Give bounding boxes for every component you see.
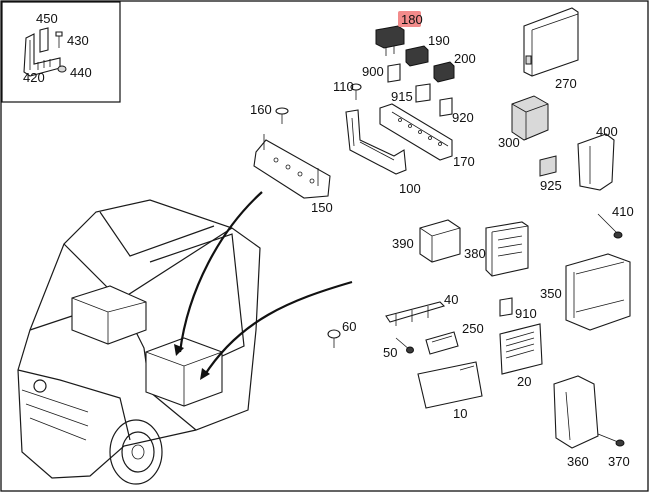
cover-10 — [417, 361, 483, 409]
connector-390 — [419, 219, 461, 263]
label-910: 910 — [515, 306, 537, 321]
label-50: 50 — [383, 345, 397, 360]
label-380: 380 — [464, 246, 486, 261]
screw-160 — [275, 107, 289, 124]
van-outline — [17, 199, 261, 485]
label-60: 60 — [342, 319, 356, 334]
socket-900 — [387, 63, 401, 83]
label-915: 915 — [391, 89, 413, 104]
socket-915 — [415, 83, 431, 103]
label-180: 180 — [401, 12, 423, 27]
highlight-180 — [398, 11, 421, 27]
label-250: 250 — [462, 321, 484, 336]
control-unit-270 — [523, 7, 579, 77]
rail-40 — [385, 301, 446, 326]
label-390: 390 — [392, 236, 414, 251]
label-420: 420 — [23, 70, 45, 85]
arrow-to-footwell — [178, 191, 263, 353]
label-925: 925 — [540, 178, 562, 193]
label-410: 410 — [612, 204, 634, 219]
connector-925 — [539, 155, 557, 177]
label-300: 300 — [498, 135, 520, 150]
arrowhead-1 — [174, 344, 184, 356]
arrowhead-2 — [200, 368, 210, 380]
label-440: 440 — [70, 65, 92, 80]
label-sticker-20 — [499, 323, 543, 375]
label-350: 350 — [540, 286, 562, 301]
label-370: 370 — [608, 454, 630, 469]
arrow-to-seat-box — [203, 280, 353, 377]
module-360 — [553, 375, 599, 449]
rail-170 — [379, 103, 453, 161]
label-270: 270 — [555, 76, 577, 91]
relay-190 — [405, 45, 429, 67]
bracket-150 — [253, 134, 331, 199]
screw-50 — [395, 337, 414, 354]
unit-380 — [485, 221, 529, 277]
bracket-100 — [345, 109, 407, 175]
label-360: 360 — [567, 454, 589, 469]
connector-250 — [425, 331, 459, 355]
ecu-350 — [565, 253, 631, 331]
label-920: 920 — [452, 110, 474, 125]
label-110: 110 — [333, 79, 354, 94]
sensor-400 — [577, 133, 615, 191]
label-20: 20 — [517, 374, 531, 389]
label-900: 900 — [362, 64, 384, 79]
inset-detail — [1, 1, 121, 103]
label-160: 160 — [250, 102, 272, 117]
label-170: 170 — [453, 154, 475, 169]
label-200: 200 — [454, 51, 476, 66]
screw-110 — [350, 83, 362, 100]
label-430: 430 — [67, 33, 89, 48]
bolt-410 — [597, 213, 623, 239]
label-40: 40 — [444, 292, 458, 307]
bolt-370 — [597, 433, 625, 447]
module-300 — [511, 95, 549, 141]
relay-200 — [433, 61, 455, 83]
label-450: 450 — [36, 11, 58, 26]
label-400: 400 — [596, 124, 618, 139]
screw-60 — [327, 329, 341, 348]
label-10: 10 — [453, 406, 467, 421]
label-190: 190 — [428, 33, 450, 48]
label-100: 100 — [399, 181, 421, 196]
label-150: 150 — [311, 200, 333, 215]
socket-910 — [499, 297, 513, 317]
relay-180 — [375, 25, 405, 56]
socket-920 — [439, 97, 453, 117]
